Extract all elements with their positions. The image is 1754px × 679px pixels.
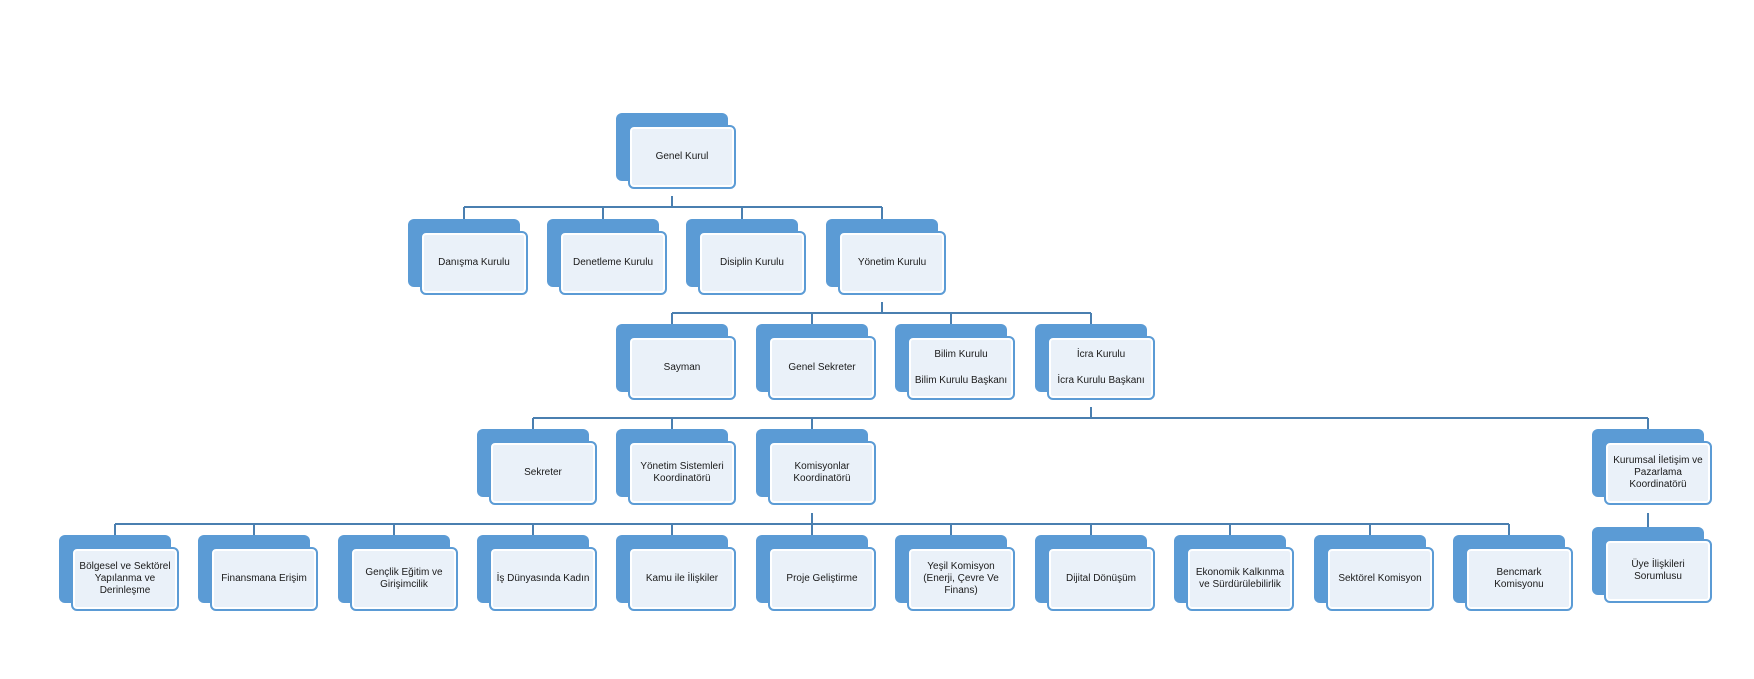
- node-label: Yönetim Kurulu: [857, 257, 927, 268]
- node-sektorel: Sektörel Komisyon: [1314, 535, 1438, 615]
- node-label: Sekreter: [524, 467, 562, 478]
- node-uye-iliskileri: Üye İlişkileri Sorumlusu: [1592, 527, 1716, 607]
- node-label: İş Dünyasında Kadın: [496, 573, 590, 584]
- node-dijital: Dijital Dönüşüm: [1035, 535, 1159, 615]
- node-bolgesel: Bölgesel ve Sektörel Yapılanma ve Derinl…: [59, 535, 183, 615]
- node-label: Genel Kurul: [655, 151, 709, 162]
- node-finansmana: Finansmana Erişim: [198, 535, 322, 615]
- node-label: İcra Kurulu: [1076, 349, 1126, 360]
- node-sayman: Sayman: [616, 324, 740, 404]
- node-kurumsal-iletisim: Kurumsal İletişim ve Pazarlama Koordinat…: [1592, 429, 1716, 509]
- node-is-dunyasinda: İş Dünyasında Kadın: [477, 535, 601, 615]
- node-label: Sayman: [663, 362, 701, 373]
- node-label: Gençlik Eğitim ve Girişimcilik: [365, 567, 443, 590]
- node-genel-sekreter: Genel Sekreter: [756, 324, 880, 404]
- node-genel-kurul: Genel Kurul: [616, 113, 740, 193]
- node-ekonomik: Ekonomik Kalkınma ve Sürdürülebilirlik: [1174, 535, 1298, 615]
- node-label: Bölgesel ve Sektörel Yapılanma ve Derinl…: [79, 561, 171, 596]
- node-label: Yeşil Komisyon (Enerji, Çevre Ve Finans): [923, 561, 999, 596]
- node-bencmark: Bencmark Komisyonu: [1453, 535, 1577, 615]
- node-label: Ekonomik Kalkınma ve Sürdürülebilirlik: [1195, 567, 1285, 590]
- node-label: Üye İlişkileri Sorumlusu: [1631, 559, 1685, 582]
- node-label: Proje Geliştirme: [786, 573, 858, 584]
- node-yonetim-sistemleri: Yönetim Sistemleri Koordinatörü: [616, 429, 740, 509]
- node-komisyonlar: Komisyonlar Koordinatörü: [756, 429, 880, 509]
- node-sublabel: Bilim Kurulu Başkanı: [914, 375, 1008, 386]
- node-denetleme-kurulu: Denetleme Kurulu: [547, 219, 671, 299]
- node-label: Dijital Dönüşüm: [1065, 573, 1137, 584]
- node-proje: Proje Geliştirme: [756, 535, 880, 615]
- node-disiplin-kurulu: Disiplin Kurulu: [686, 219, 810, 299]
- node-label: Genel Sekreter: [788, 362, 856, 373]
- node-sekreter: Sekreter: [477, 429, 601, 509]
- node-kamu: Kamu ile İlişkiler: [616, 535, 740, 615]
- node-danisma-kurulu: Danışma Kurulu: [408, 219, 532, 299]
- node-label: Sektörel Komisyon: [1338, 573, 1422, 584]
- node-label: Denetleme Kurulu: [572, 257, 654, 268]
- node-yonetim-kurulu: Yönetim Kurulu: [826, 219, 950, 299]
- node-label: Bencmark Komisyonu: [1494, 567, 1544, 590]
- node-label: Yönetim Sistemleri Koordinatörü: [640, 461, 724, 484]
- node-label: Kamu ile İlişkiler: [645, 573, 719, 584]
- node-sublabel: İcra Kurulu Başkanı: [1057, 375, 1145, 386]
- node-label: Bilim Kurulu: [934, 349, 988, 360]
- node-genclik: Gençlik Eğitim ve Girişimcilik: [338, 535, 462, 615]
- node-yesil: Yeşil Komisyon (Enerji, Çevre Ve Finans): [895, 535, 1019, 615]
- node-label: Finansmana Erişim: [221, 573, 307, 584]
- node-label: Kurumsal İletişim ve Pazarlama Koordinat…: [1613, 455, 1703, 490]
- node-label: Komisyonlar Koordinatörü: [793, 461, 851, 484]
- node-label: Disiplin Kurulu: [720, 257, 784, 268]
- node-label: Danışma Kurulu: [438, 257, 510, 268]
